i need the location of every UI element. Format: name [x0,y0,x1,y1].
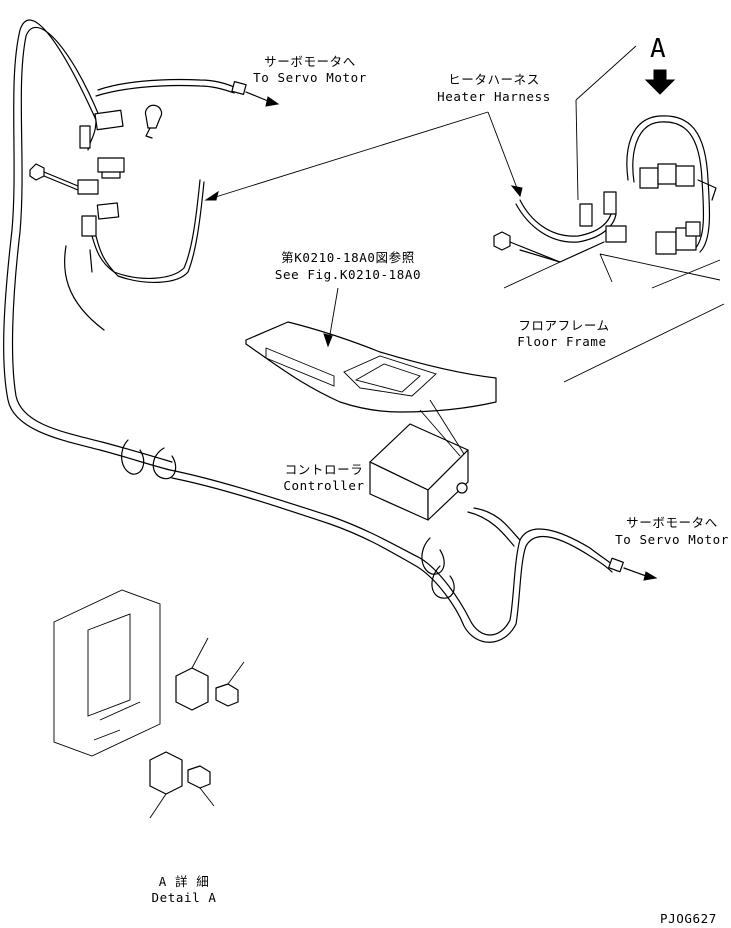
harness-to-controller [473,507,521,541]
bulb-1 [144,104,163,129]
connector-1 [79,125,91,149]
seefig-label-en: See Fig.K0210-18A0 [274,267,422,282]
floor-label-en: Floor Frame [517,334,607,349]
heater-harness-right [519,199,613,237]
servo-right-label-en: To Servo Motor [615,532,729,547]
heater-label-jp: ヒータハーネス [448,72,540,87]
relay-a1 [639,167,659,189]
main-harness-left [3,19,171,471]
servo-right-label-jp: サーボモータへ [626,515,718,530]
servo-top-connector [231,81,247,95]
heater-bracket [605,225,627,243]
detail-label-jp: A 詳 細 [158,874,210,889]
heater-leader-right [487,111,521,197]
view-a-label: A [650,34,666,64]
relay-box-harness [626,115,711,253]
clip-3 [421,537,445,575]
detail-relay-2 [149,751,183,795]
detail-bolt-1 [215,683,239,707]
clip-1 [121,439,145,475]
bracket-1 [97,157,125,173]
main-harness-lower [169,469,615,636]
servo-top-label-jp: サーボモータへ [264,54,356,69]
relay-a3 [675,165,695,187]
servo-top-arrow [265,96,280,107]
detail-relay-1 [175,667,209,711]
main-harness-left-inner [11,26,173,463]
connector-3 [81,215,97,237]
controller-label-en: Controller [283,478,365,493]
controller-bolt [456,482,468,494]
servo-right-arrow [643,571,658,581]
seefig-label-jp: 第K0210-18A0図参照 [281,250,415,265]
detail-bolt-2 [187,765,211,789]
controller-label-jp: コントローラ [284,462,364,477]
bolt-left [29,163,45,181]
detail-panel [53,589,161,757]
relay-1 [94,109,124,131]
drawing-code: PJOG627 [660,911,717,926]
floor-frame [245,321,497,413]
floor-label-jp: フロアフレーム [518,318,610,333]
view-a-arrow [644,69,676,95]
relay-a6 [685,221,701,237]
detail-label-en: Detail A [151,890,217,905]
heater-leader-left [205,111,489,201]
heater-connector-2 [603,191,617,215]
servo-top-harness [97,78,237,91]
heater-label-en: Heater Harness [437,89,551,104]
relay-a4 [655,231,677,255]
clip-2 [152,447,177,480]
relay-2 [96,202,120,220]
heater-connector-1 [579,203,593,227]
servo-right-connector [608,557,624,573]
connector-2 [77,179,99,195]
servo-top-label-en: To Servo Motor [253,70,367,85]
relay-a2 [657,163,677,185]
bolt-heater [493,231,511,251]
clip-4 [431,565,455,599]
